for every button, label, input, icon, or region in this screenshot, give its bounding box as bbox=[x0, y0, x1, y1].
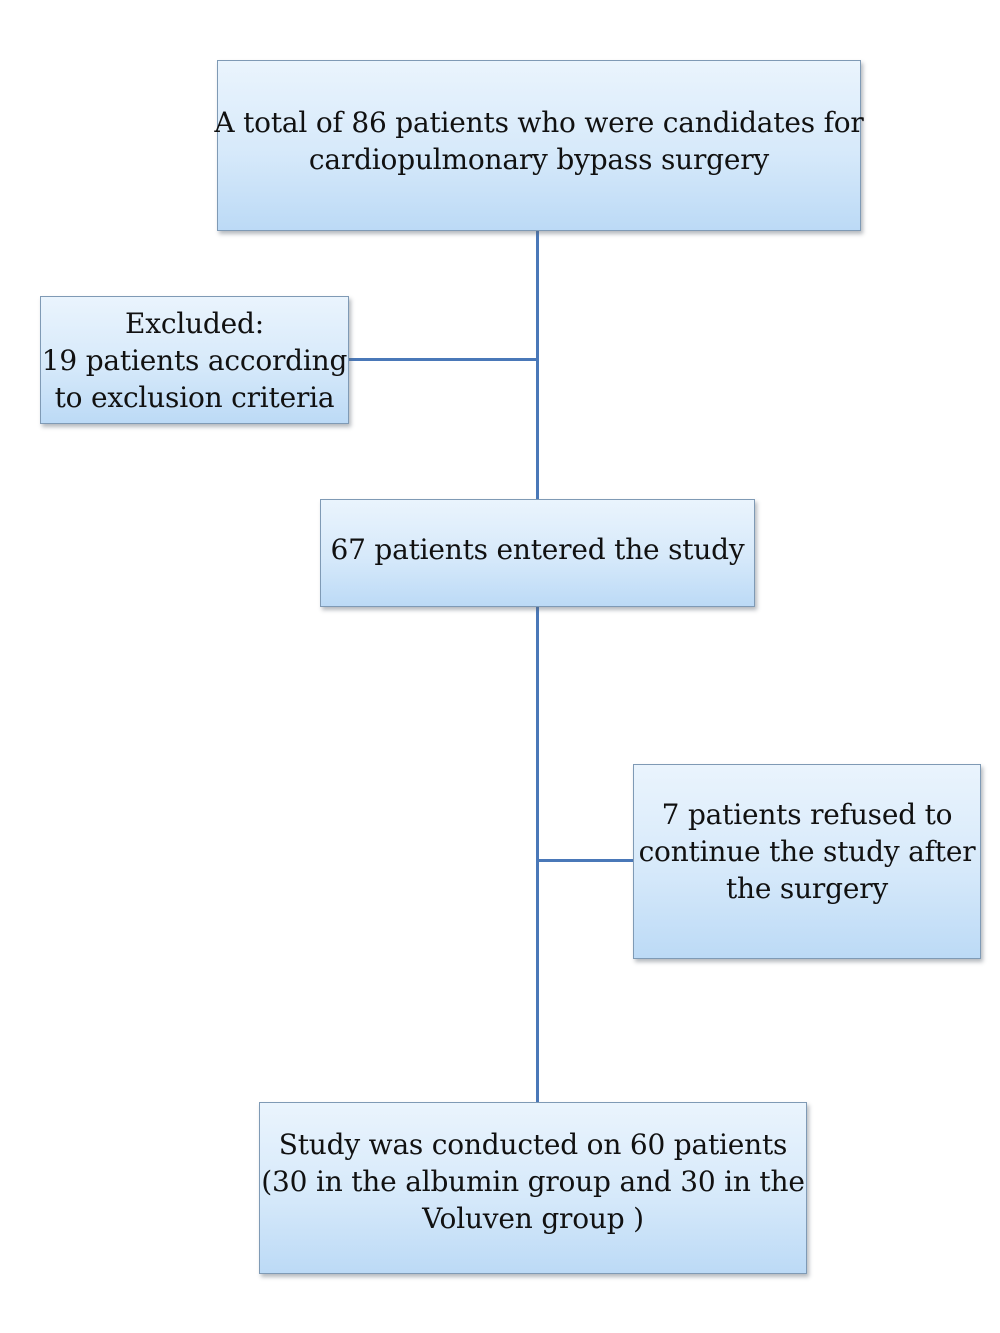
connector-excluded-branch bbox=[349, 358, 537, 361]
box-refused-line-1: 7 patients refused to bbox=[661, 798, 953, 831]
box-final-study: Study was conducted on 60 patients (30 i… bbox=[259, 1102, 807, 1274]
box-total-candidates: A total of 86 patients who were candidat… bbox=[214, 60, 864, 231]
box-final-line-1: Study was conducted on 60 patients bbox=[278, 1127, 788, 1161]
box-excluded-line-2: 19 patients according bbox=[41, 343, 348, 377]
box-refused-line-3: the surgery bbox=[725, 872, 889, 905]
box-refused: 7 patients refused to continue the study… bbox=[633, 764, 981, 959]
connector-total-to-entered bbox=[536, 231, 539, 499]
box-excluded-line-1: Excluded: bbox=[125, 306, 264, 340]
box-total-line-2: cardiopulmonary bypass surgery bbox=[308, 142, 770, 176]
box-total-line-1: A total of 86 patients who were candidat… bbox=[214, 105, 864, 139]
box-entered-line-1: 67 patients entered the study bbox=[330, 532, 745, 566]
box-final-line-2: (30 in the albumin group and 30 in the bbox=[261, 1164, 805, 1198]
box-refused-line-2: continue the study after bbox=[638, 835, 976, 868]
box-final-line-3: Voluven group ) bbox=[422, 1201, 644, 1235]
connector-refused-branch bbox=[537, 859, 633, 862]
connector-entered-to-final bbox=[536, 607, 539, 1102]
box-excluded-line-3: to exclusion criteria bbox=[54, 380, 335, 414]
box-entered-study: 67 patients entered the study bbox=[320, 499, 755, 607]
box-excluded: Excluded: 19 patients according to exclu… bbox=[40, 296, 349, 424]
